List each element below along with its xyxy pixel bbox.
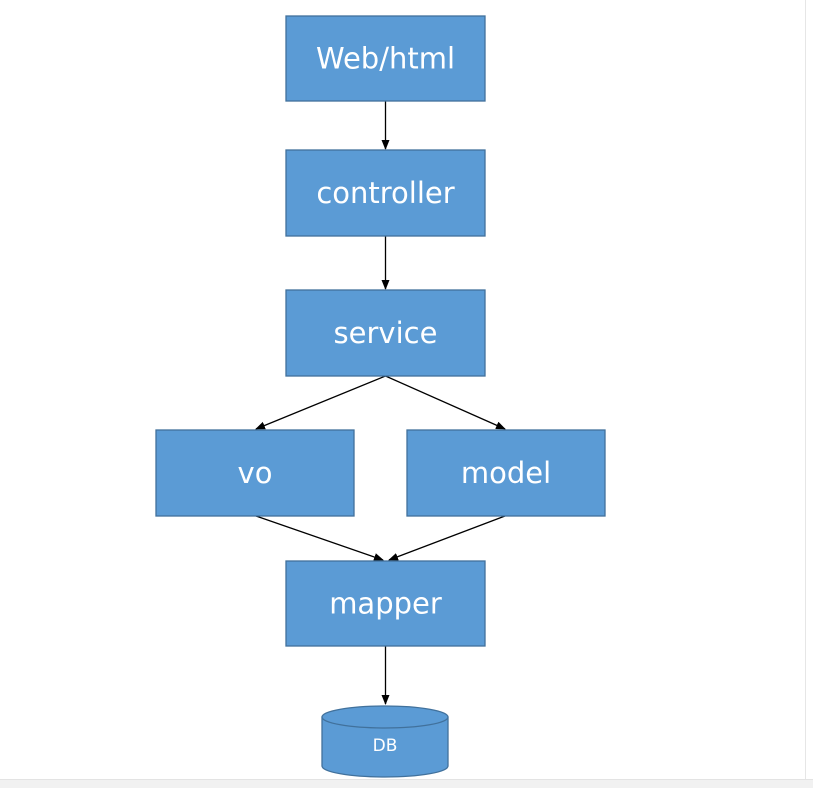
edge-model-to-mapper [388, 515, 506, 561]
bottom-toolbar-strip [0, 779, 813, 788]
db-cylinder-body [321, 717, 449, 778]
node-label-model: model [461, 456, 551, 490]
node-db-cylinder: DB [321, 705, 449, 778]
node-mapper: mapper [285, 560, 486, 647]
node-label-controller: controller [316, 176, 454, 210]
node-vo: vo [155, 429, 355, 517]
node-box [285, 289, 486, 377]
node-box [406, 429, 606, 517]
node-label-db: DB [373, 736, 398, 756]
edge-service-to-model [385, 375, 506, 430]
node-label-web-html: Web/html [316, 42, 455, 76]
node-model: model [406, 429, 606, 517]
node-web-html: Web/html [285, 15, 486, 102]
node-box [285, 15, 486, 102]
node-label-service: service [334, 316, 438, 350]
node-controller: controller [285, 149, 486, 237]
edge-service-to-vo [255, 375, 386, 430]
node-label-mapper: mapper [329, 587, 442, 621]
node-label-vo: vo [238, 456, 273, 490]
page-edge-rule [805, 0, 806, 779]
node-box [285, 560, 486, 647]
node-box [285, 149, 486, 237]
edges [255, 101, 506, 705]
edge-vo-to-mapper [255, 515, 384, 561]
db-cylinder-top [321, 705, 449, 729]
node-box [155, 429, 355, 517]
node-service: service [285, 289, 486, 377]
